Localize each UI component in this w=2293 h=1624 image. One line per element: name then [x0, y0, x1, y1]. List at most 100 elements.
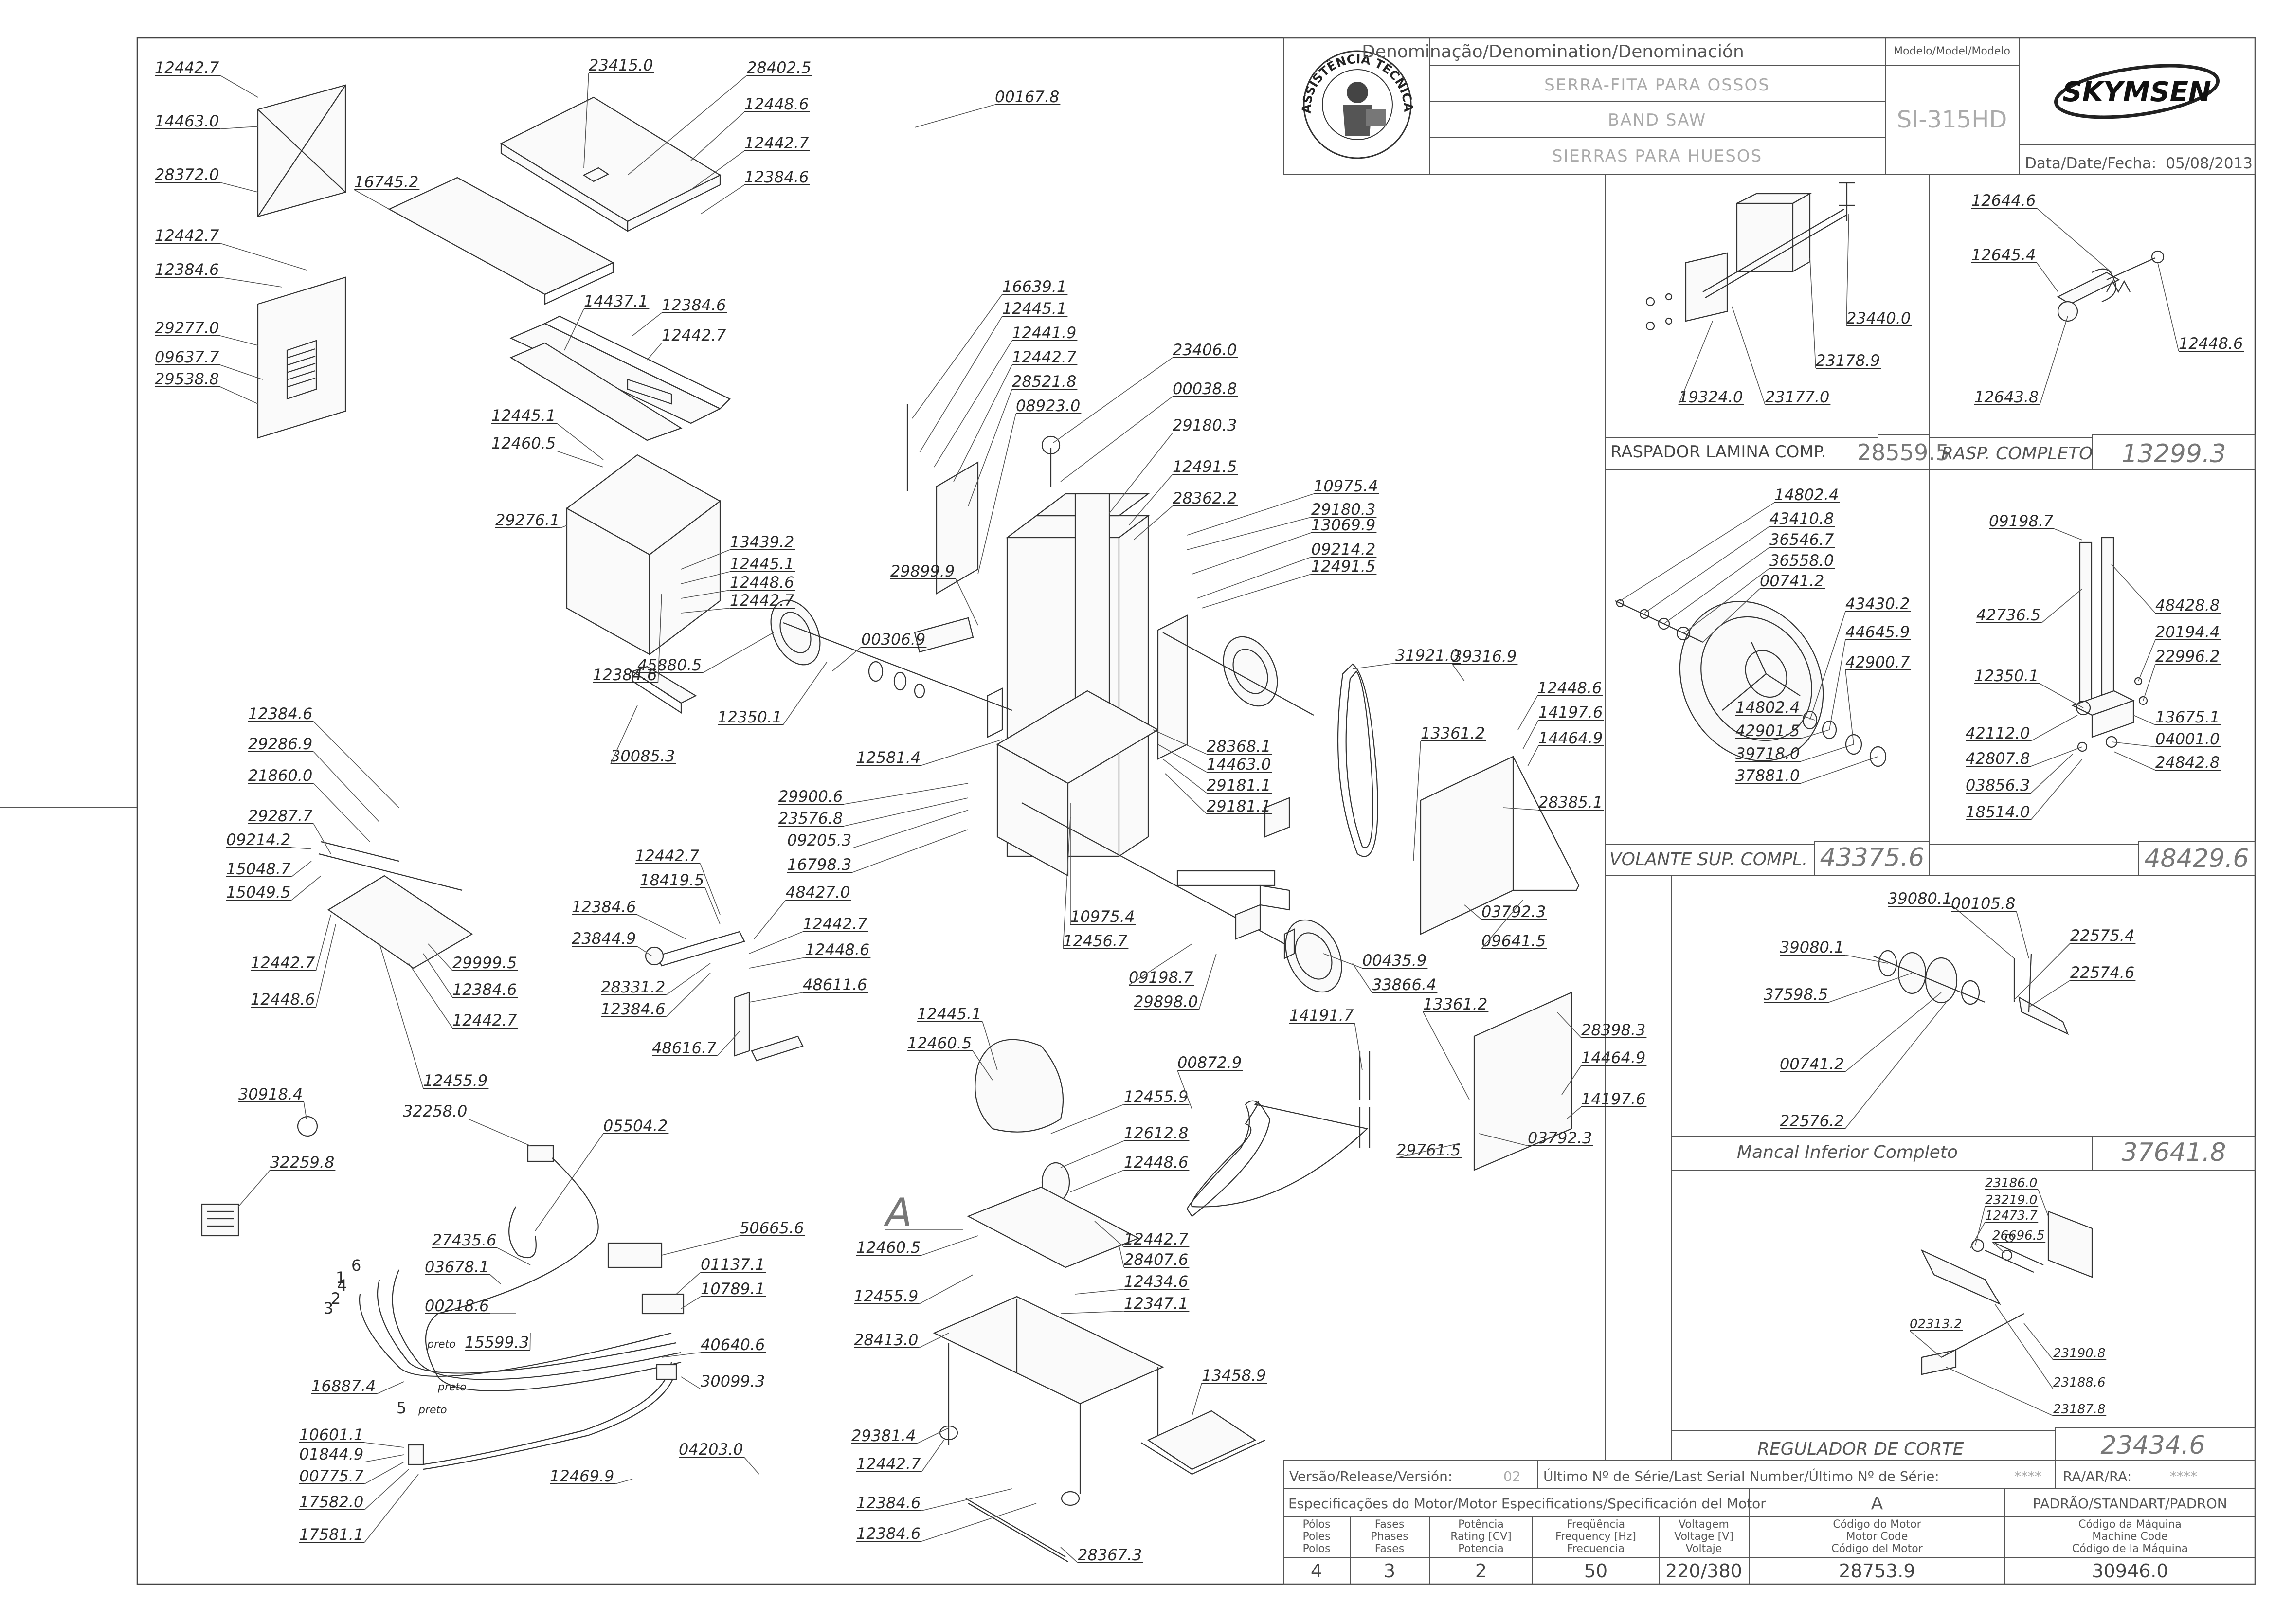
part-number-label: 12491.5 [1311, 557, 1375, 576]
rasp-completo-box: RASP. COMPLETO 13299.3 [1929, 250, 2256, 470]
leader-line [220, 277, 283, 288]
leader-line [666, 973, 711, 1017]
leader-line [2028, 980, 2071, 1008]
leader-line [1060, 1140, 1124, 1168]
part-number-label: 36546.7 [1769, 530, 1834, 549]
standard-label: PADRÃO/STANDART/PADRON [2033, 1496, 2227, 1512]
part-number-label: 22574.6 [2070, 963, 2134, 982]
part-number-label: 21860.0 [248, 766, 312, 785]
leader-line [2016, 911, 2029, 959]
part-number-label: 00741.2 [1760, 572, 1824, 590]
part-number-label: 29277.0 [155, 319, 219, 337]
leader-line [1503, 807, 1539, 811]
leader-line [2138, 639, 2156, 682]
part-number-label: 13361.2 [1421, 724, 1485, 742]
part-number-label: 23219.0 [1985, 1193, 2038, 1208]
wire-color-label: preto [418, 1404, 447, 1416]
spec-header-line3: Polos [1303, 1543, 1331, 1555]
leader-line [497, 1247, 531, 1265]
leader-line [2038, 1189, 2049, 1217]
part-number-label: 12441.9 [1012, 324, 1076, 342]
leader-line [1829, 973, 1913, 1003]
spec-header-line1: Fases [1375, 1518, 1405, 1531]
model-header: Modelo/Model/Modelo [1894, 45, 2010, 57]
leader-line [468, 1119, 531, 1146]
part-number-label: 16798.3 [787, 855, 851, 874]
leader-line [2030, 758, 2083, 820]
part-number-label: 14463.0 [1207, 755, 1271, 774]
leader-line [1157, 744, 1207, 773]
leader-line [1801, 756, 1878, 784]
leader-line [303, 1101, 307, 1119]
leader-line [749, 992, 803, 1003]
part-number-labels: 12442.714463.028372.012442.712384.629277… [155, 56, 2244, 1564]
part-number-label: 12445.1 [917, 1005, 981, 1023]
raspador-code: 28559.5 [1857, 439, 1950, 466]
part-number-label: 12581.4 [856, 748, 921, 767]
leader-line [1050, 1104, 1124, 1134]
part-number-label: 12445.1 [1002, 299, 1066, 318]
part-number-label: 12491.5 [1173, 457, 1237, 476]
part-number-label: 48611.6 [803, 975, 867, 994]
leader-line [657, 593, 662, 683]
electrical-harness [201, 1145, 685, 1470]
leader-line [661, 1352, 701, 1358]
part-number-label: 29180.3 [1173, 416, 1237, 434]
leader-line [1844, 1002, 1947, 1129]
leader-line [291, 875, 322, 901]
regulador-code: 23434.6 [2100, 1431, 2205, 1460]
spec-header-line1: Código da Máquina [2078, 1518, 2182, 1531]
part-number-label: 12350.1 [1974, 667, 2039, 685]
leader-line [1153, 729, 1207, 755]
part-number-label: 03792.3 [1481, 902, 1546, 921]
leader-line [1060, 1547, 1078, 1563]
spec-header-line2: Machine Code [2092, 1531, 2167, 1543]
leader-line [1517, 695, 1538, 730]
part-number-label: 13069.9 [1311, 516, 1375, 534]
leader-line [2040, 683, 2084, 708]
volante-box: VOLANTE SUP. COMPL. 43375.6 [1606, 599, 1930, 876]
part-number-label: 12442.7 [635, 847, 700, 865]
part-number-label: 12442.7 [1124, 1230, 1189, 1248]
leader-line [1644, 526, 1770, 614]
leader-line [2031, 715, 2078, 741]
part-number-label: 23844.9 [572, 929, 636, 948]
part-number-label: 12643.8 [1974, 388, 2039, 406]
motor-variant: A [1871, 1494, 1883, 1514]
leader-line [1970, 1222, 1986, 1248]
part-number-label: 28402.5 [747, 58, 811, 77]
leader-line [681, 1376, 701, 1389]
leader-line [1060, 1311, 1124, 1314]
machine-name-es: SIERRAS PARA HUESOS [1552, 146, 1762, 166]
leader-line [220, 386, 258, 404]
leader-line [681, 608, 730, 614]
leader-line [852, 810, 969, 848]
part-number-label: 12455.9 [1124, 1087, 1188, 1106]
part-number-label: 10975.4 [1314, 477, 1378, 495]
part-number-label: 13361.2 [1423, 995, 1487, 1013]
part-number-label: 15049.5 [226, 883, 290, 902]
serial-label: Último Nº de Série/Last Serial Number/Úl… [1543, 1468, 1939, 1484]
part-number-label: 33866.4 [1372, 975, 1436, 994]
leader-line [1801, 729, 1830, 739]
part-number-label: 12460.5 [907, 1034, 972, 1052]
leader-line [1354, 1023, 1363, 1071]
leader-line [955, 578, 978, 626]
part-number-label: 12384.6 [248, 704, 312, 723]
part-number-label: 14463.0 [155, 112, 219, 130]
machine-name-pt: SERRA-FITA PARA OSSOS [1544, 75, 1770, 95]
part-number-label: 12442.7 [452, 1011, 517, 1029]
leader-line [408, 963, 453, 1029]
part-number-label: 37598.5 [1764, 985, 1828, 1004]
wire-color-label: preto [437, 1381, 467, 1393]
denomination-header: Denominação/Denomination/Denominación [1362, 42, 1744, 62]
part-number-label: 23187.8 [2053, 1402, 2106, 1417]
part-number-label: 04001.0 [2155, 730, 2220, 748]
part-number-label: 08923.0 [1016, 397, 1080, 415]
part-number-label: 12456.7 [1063, 932, 1128, 950]
leader-line [782, 661, 828, 725]
motor-spec-columns: PólosPolesPolos4FasesPhasesFases3Potênci… [1302, 1518, 2188, 1582]
leader-line [1060, 396, 1173, 482]
part-number-label: 12460.5 [856, 1238, 921, 1257]
leader-line [1732, 306, 1766, 405]
